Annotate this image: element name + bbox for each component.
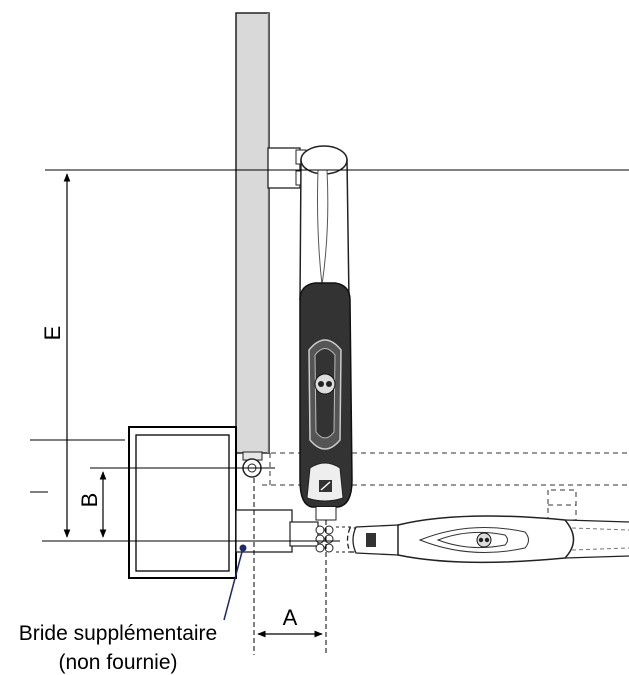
motor-logo-icon [319, 480, 332, 492]
dimension-label-e: E [40, 326, 65, 341]
motor-arm-open [315, 515, 629, 564]
reference-lines [30, 169, 629, 655]
callout-text-line-1: Bride supplémentaire [19, 622, 217, 645]
gate-leaf [235, 12, 270, 454]
release-lock-icon [314, 373, 336, 395]
pillar [128, 426, 237, 579]
dimension-arrows [63, 173, 323, 638]
additional-bracket [235, 509, 319, 553]
hinge-pivot [242, 451, 263, 478]
motor-arm-closed [267, 145, 353, 521]
mounting-bolts [315, 525, 334, 553]
dimension-label-b: B [77, 493, 102, 508]
dimension-label-a: A [283, 605, 298, 630]
callout-text-line-2: (non fournie) [58, 651, 177, 674]
callout-leader [223, 544, 247, 621]
